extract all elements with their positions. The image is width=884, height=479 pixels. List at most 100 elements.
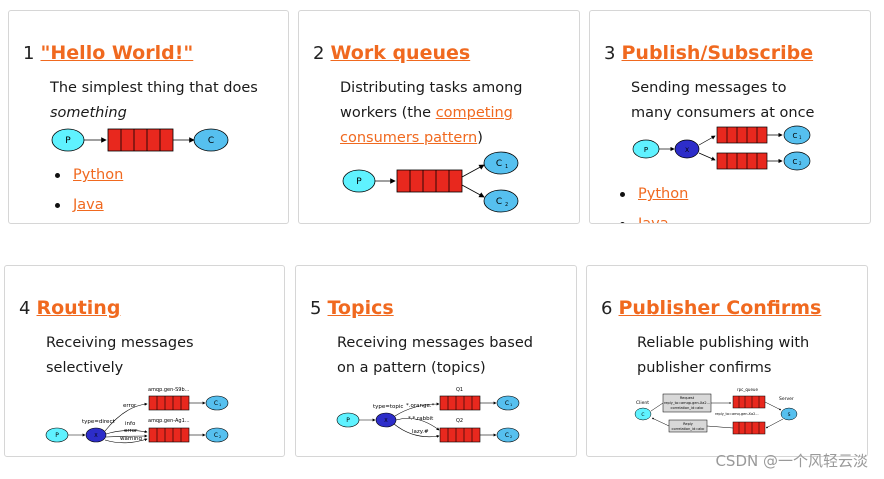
hello-world-diagram: P C [51,128,229,152]
language-link-java[interactable]: Java [73,197,104,213]
tutorial-link-topics[interactable]: Topics [327,297,394,319]
svg-text:1: 1 [219,403,221,407]
svg-text:C: C [208,136,214,146]
tutorial-description: Reliable publishing with publisher confi… [637,335,810,376]
tutorial-link-hello-world[interactable]: "Hello World!" [40,42,194,64]
svg-text:amqp.gen-S9b...: amqp.gen-S9b... [148,387,190,393]
tutorial-link-publisher-confirms[interactable]: Publisher Confirms [618,297,822,319]
svg-text:P: P [346,417,350,424]
tutorial-card-routing: 4 Routing Receiving messages selectively… [4,265,285,457]
svg-text:1: 1 [505,164,508,170]
card-title: 6 Publisher Confirms [601,297,821,319]
svg-text:info: info [125,421,136,427]
list-item: Java [620,214,688,224]
svg-text:lazy.#: lazy.# [412,429,429,435]
svg-text:C: C [793,158,798,166]
language-list: Python Java [55,165,123,223]
language-link-java[interactable]: Java [638,216,669,224]
svg-text:X: X [384,418,388,424]
card-title: 1 "Hello World!" [23,42,193,64]
tutorial-description: Receiving messages selectively [46,335,194,376]
consumer-node [483,151,519,175]
svg-text:2: 2 [219,435,221,439]
tutorial-link-work-queues[interactable]: Work queues [330,42,471,64]
list-item: Python [620,184,688,214]
svg-text:P: P [644,146,648,154]
svg-text:Server: Server [779,396,794,402]
competing-consumers-link[interactable]: competing consumers pattern [340,105,513,146]
svg-text:2: 2 [799,161,802,166]
queue-block [396,169,463,193]
tutorial-card-publish-subscribe: 3 Publish/Subscribe Sending messages to … [589,10,871,224]
card-title: 4 Routing [19,297,120,319]
tutorial-card-hello-world: 1 "Hello World!" The simplest thing that… [8,10,289,224]
svg-text:error: error [124,428,138,434]
svg-text:correlation_id=abc: correlation_id=abc [671,406,704,410]
svg-text:warning: warning [120,436,142,442]
tutorial-card-topics: 5 Topics Receiving messages based on a p… [295,265,577,457]
exchange-node [674,139,700,159]
language-link-python[interactable]: Python [638,186,689,202]
consumer-node [783,125,811,145]
tutorial-number: 1 [23,43,35,64]
queue-block [716,152,768,170]
svg-text:X: X [94,433,98,439]
svg-text:C: C [641,412,644,418]
tutorial-card-publisher-confirms: 6 Publisher Confirms Reliable publishing… [586,265,868,457]
queue-block [439,395,481,411]
watermark: CSDN @一个风轻云淡 [715,452,868,470]
exchange-node [85,427,107,443]
svg-text:correlation_id=abc: correlation_id=abc [672,427,705,431]
queue-block [439,427,481,443]
tutorial-number: 3 [604,43,616,64]
tutorial-number: 2 [313,43,325,64]
language-link-python[interactable]: Python [73,167,124,183]
svg-text:reply_to=amq.gen-Xa2...: reply_to=amq.gen-Xa2... [715,412,759,416]
svg-text:S: S [788,412,791,418]
svg-text:Q2: Q2 [456,418,463,424]
routing-diagram: P X type=direct error info error warning… [45,387,229,444]
queue-block [732,421,766,435]
card-title: 5 Topics [310,297,394,319]
consumer-node [496,395,520,411]
queue-block [107,128,174,152]
tutorial-description: Distributing tasks among workers (the co… [340,80,523,146]
svg-text:Reply: Reply [683,422,693,426]
tutorial-link-publish-subscribe[interactable]: Publish/Subscribe [621,42,814,64]
svg-text:P: P [55,432,59,439]
queue-block [716,126,768,144]
svg-text:Request: Request [680,396,695,400]
svg-text:C: C [496,197,502,207]
svg-text:Q1: Q1 [456,387,463,393]
svg-text:type=direct: type=direct [82,419,115,425]
svg-text:*.orange.*: *.orange.* [406,403,435,409]
client-node [634,407,652,421]
tutorial-number: 6 [601,298,613,319]
svg-text:2: 2 [510,435,512,439]
server-node [780,407,798,421]
publish-subscribe-diagram: P X C 1 C 2 [632,125,811,171]
publisher-confirms-diagram: Client C Request reply_to=amqp.gen-Xa2..… [634,387,798,435]
svg-text:C: C [505,432,509,439]
svg-text:P: P [356,177,362,187]
svg-text:C: C [214,400,218,407]
tutorial-link-routing[interactable]: Routing [36,297,121,319]
tutorial-card-work-queues: 2 Work queues Distributing tasks among w… [298,10,580,224]
consumer-node [205,427,229,443]
list-item: Python [55,165,123,195]
svg-text:C: C [214,432,218,439]
tutorial-number: 4 [19,298,31,319]
list-item: Java [55,195,123,223]
work-queues-diagram: P C 1 C 2 [342,151,519,213]
svg-text:P: P [65,136,71,146]
svg-text:C: C [505,400,509,407]
language-list: Python Java [620,184,688,224]
request-message: Request reply_to=amqp.gen-Xa2... correla… [662,393,712,413]
tutorial-description: Receiving messages based on a pattern (t… [337,335,533,376]
consumer-node [193,128,229,152]
svg-text:Client: Client [636,400,649,406]
svg-text:reply_to=amqp.gen-Xa2...: reply_to=amqp.gen-Xa2... [664,401,710,405]
topics-diagram: P X type=topic *.orange.* *.*.rabbit laz… [336,387,520,443]
queue-block [148,427,190,443]
svg-text:X: X [685,147,689,154]
